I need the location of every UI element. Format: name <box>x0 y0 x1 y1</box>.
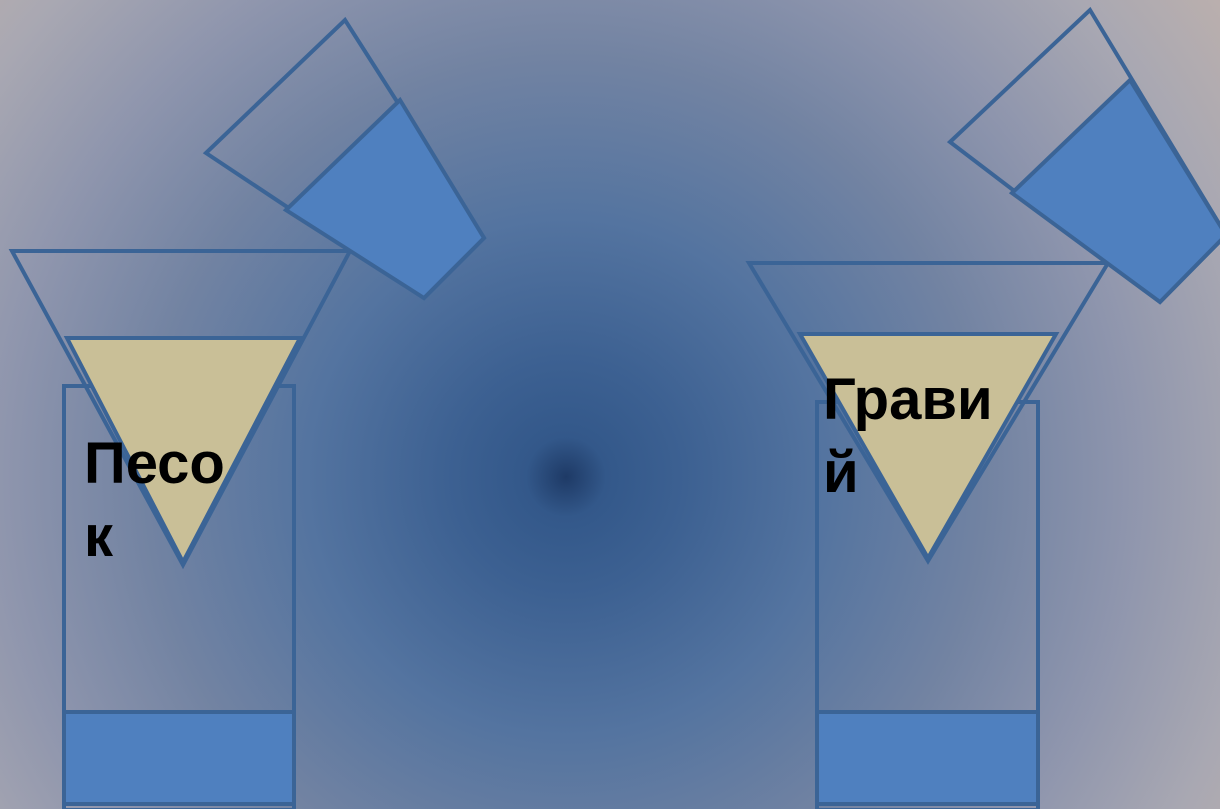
sand-label: Песо к <box>84 428 225 573</box>
right-pouring-water <box>1008 76 1220 305</box>
gravel-label: Грави й <box>823 364 993 509</box>
left-filtered-water <box>62 710 296 806</box>
sand-label-line-2: к <box>84 503 114 569</box>
right-filtered-water <box>815 710 1040 806</box>
left-pouring-water <box>282 96 487 301</box>
right-setup <box>745 6 1220 809</box>
sand-label-line-1: Песо <box>84 431 225 496</box>
left-sand-filter <box>63 336 304 567</box>
left-funnel <box>8 249 354 570</box>
right-funnel <box>745 261 1112 565</box>
right-gravel-filter <box>796 332 1060 563</box>
gravel-label-line-1: Грави <box>823 367 993 432</box>
gravel-label-line-2: й <box>823 439 859 505</box>
left-setup <box>8 16 487 809</box>
